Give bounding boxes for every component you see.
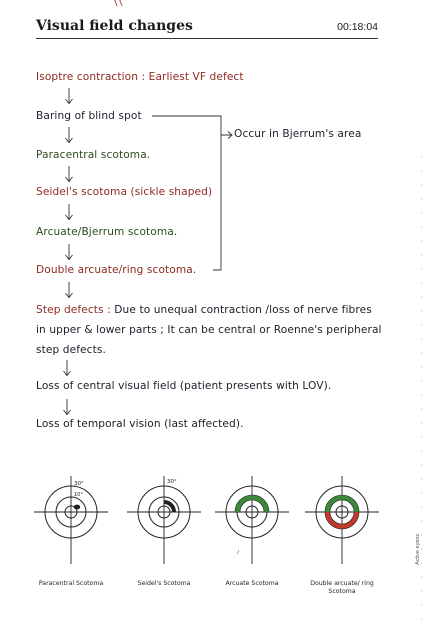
degree-label-30: 30° [167, 479, 177, 485]
bjerrum-bracket [152, 115, 233, 271]
sidebar-watermark: Active eyenz [415, 533, 421, 565]
caption-paracentral: Paracentral Scotoma [38, 580, 104, 587]
down-arrow-icon [65, 166, 73, 183]
down-arrow-icon [65, 204, 73, 221]
caption-seidel: Seidel's Scotoma [137, 580, 191, 587]
down-arrow-icon [63, 399, 71, 416]
degree-label-10: 10° [74, 492, 83, 498]
step-defects-title: Step defects : [36, 304, 111, 316]
step-defects-paragraph: Step defects : Due to unequal contractio… [36, 300, 384, 360]
temporal-vision-loss: Loss of temporal vision (last affected). [36, 418, 244, 430]
page-header: Visual field changes 00:18:04 [36, 18, 378, 39]
baring-blind-spot: Baring of blind spot [36, 110, 142, 122]
down-arrow-icon [65, 88, 73, 105]
down-arrow-icon [65, 244, 73, 261]
pen-mark-icon [114, 0, 123, 7]
video-timecode: 00:18:04 [337, 21, 378, 33]
bjerrum-area-note: Occur in Bjerrum's area [234, 128, 362, 140]
margin-dots [420, 150, 423, 620]
paracentral-scotoma-diagram: 30° 10° [34, 476, 108, 564]
arcuate-scotoma-diagram [215, 476, 289, 564]
down-arrow-icon [65, 127, 73, 144]
down-arrow-icon [63, 360, 71, 377]
caption-double-arcuate: Double arcuate/ ring Scotoma [310, 580, 374, 595]
degree-label-30: 30° [74, 481, 84, 487]
arcuate-scotoma: Arcuate/Bjerrum scotoma. [36, 226, 178, 238]
down-arrow-icon [65, 282, 73, 299]
paracentral-scotoma: Paracentral scotoma. [36, 149, 151, 161]
double-arcuate-scotoma-diagram [305, 476, 379, 564]
caption-arcuate: Arcuate Scotoma [225, 580, 279, 587]
page-title: Visual field changes [36, 18, 193, 34]
seidel-scotoma-diagram: 30° [127, 476, 201, 564]
isoptre-contraction: Isoptre contraction : Earliest VF defect [36, 71, 244, 83]
double-arcuate-scotoma: Double arcuate/ring scotoma. [36, 264, 197, 276]
step-defects-text: Due to unequal contraction /loss of nerv… [36, 304, 382, 356]
central-field-loss: Loss of central visual field (patient pr… [36, 380, 332, 392]
seidel-scotoma: Seidel's scotoma (sickle shaped) [36, 186, 213, 198]
